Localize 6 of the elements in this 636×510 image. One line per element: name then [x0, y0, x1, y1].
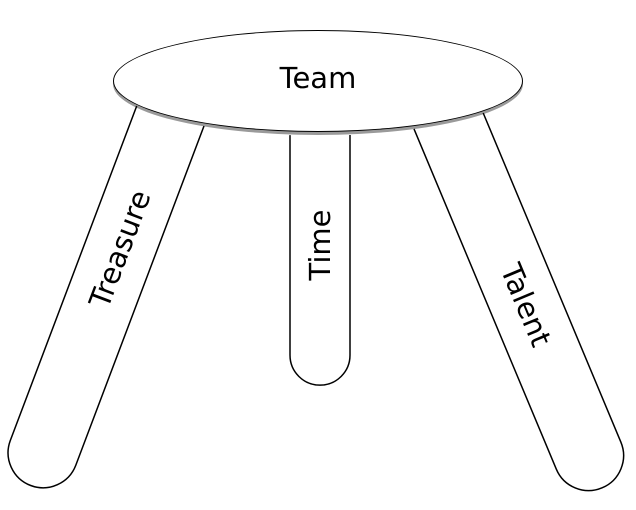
stool-leg	[289, 134, 351, 386]
stool-leg	[6, 106, 205, 490]
seat-label: Team	[280, 61, 356, 95]
leg-label: Time	[303, 210, 337, 280]
stool-leg	[413, 113, 625, 492]
leg-label: Talent	[494, 258, 558, 352]
